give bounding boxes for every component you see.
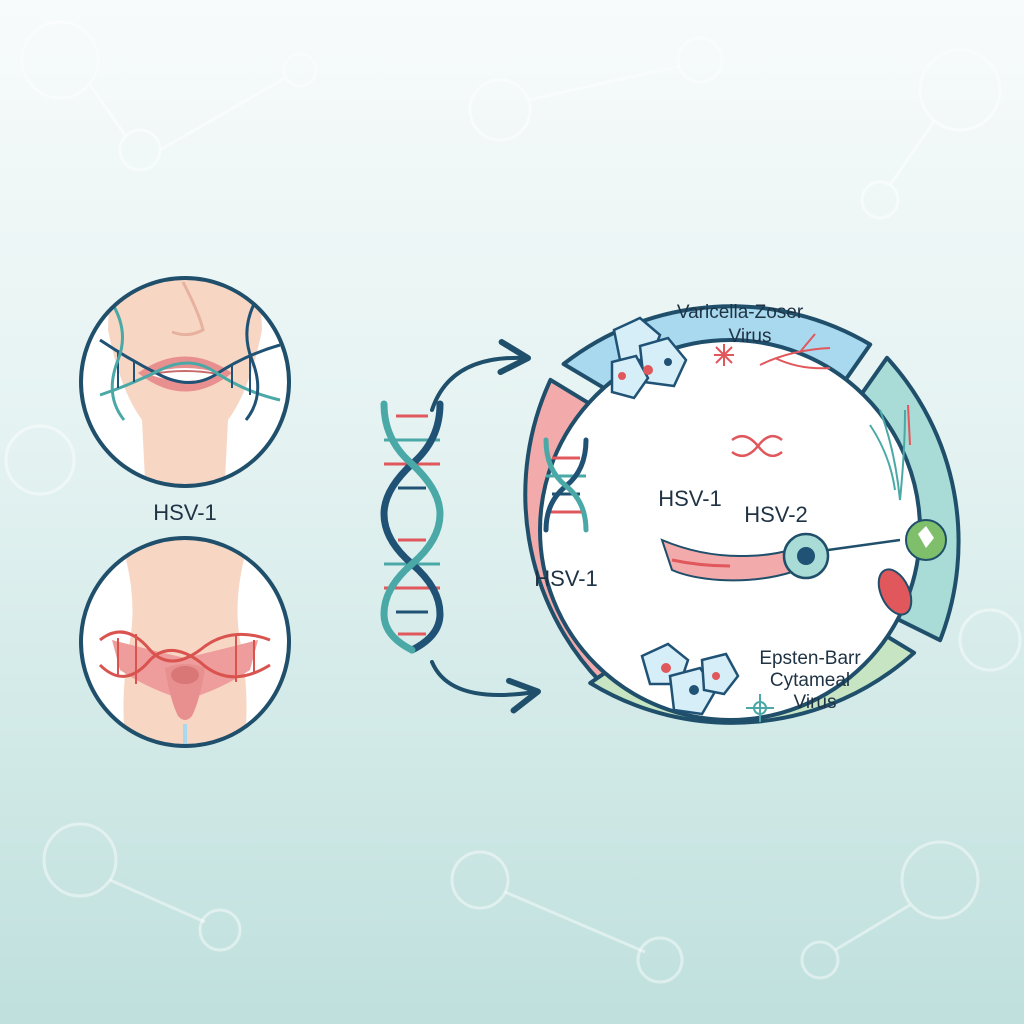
vzv-label-line2: Virus <box>729 326 772 347</box>
hsv1-segment-dna <box>543 437 589 533</box>
center-nerve-cell <box>660 532 901 582</box>
upper-arrow <box>430 339 531 412</box>
oral-virus-label: HSV-1 <box>153 500 217 525</box>
vzv-segment-cells <box>610 316 831 400</box>
dna-double-helix <box>380 400 444 654</box>
ebv-label-line3: Virus <box>794 692 837 713</box>
hsv1-segment-label: HSV-1 <box>534 566 598 591</box>
center-small-dna <box>731 434 783 458</box>
ebv-label-line2: Cytameal <box>770 670 850 691</box>
vzv-label-line1: Varicella-Zoser <box>677 302 804 323</box>
ebv-segment-cells <box>640 642 774 722</box>
right-segment-neurons <box>869 404 947 616</box>
genital-infection-illustration <box>79 536 291 748</box>
lower-arrow <box>430 660 541 714</box>
center-label-hsv2: HSV-2 <box>744 502 808 527</box>
oral-infection-illustration <box>79 276 291 488</box>
background-molecule-pattern <box>4 20 1022 984</box>
ebv-label-line1: Epsten-Barr <box>759 648 861 669</box>
center-label-hsv1: HSV-1 <box>658 486 722 511</box>
